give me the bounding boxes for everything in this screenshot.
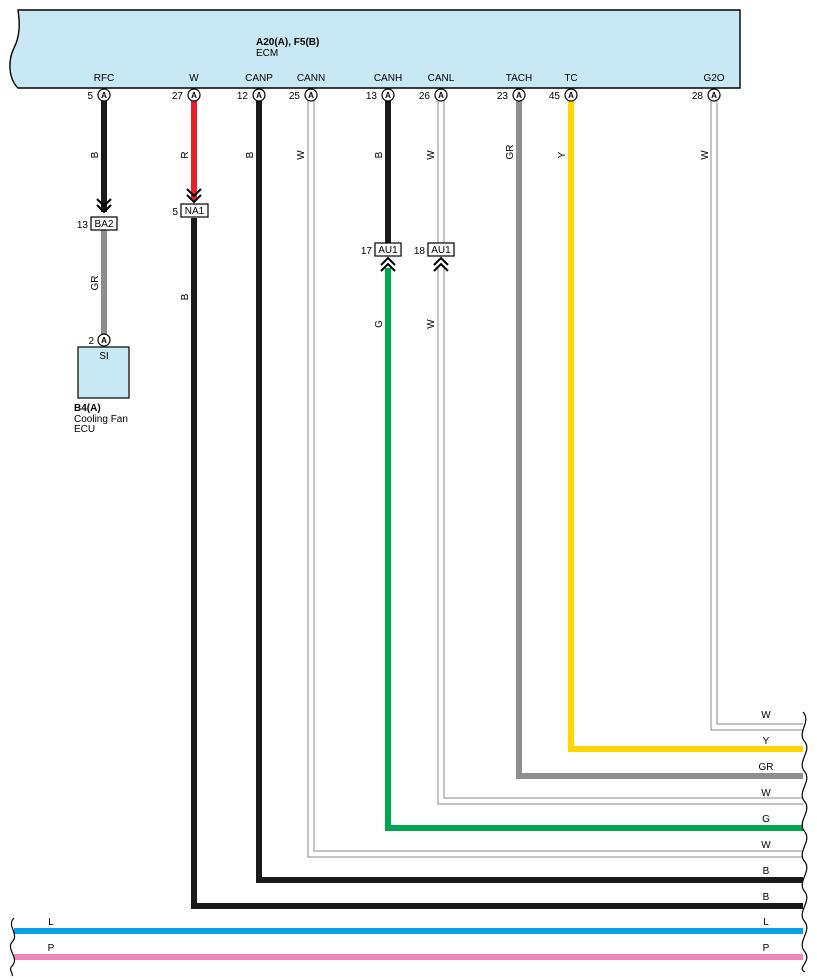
right-label-g: G	[762, 814, 770, 825]
pin-connector-tach: 23 A	[497, 88, 526, 102]
wire-tc	[568, 101, 803, 752]
wire-label-w-lower: B	[180, 293, 191, 300]
right-label-w-cann: W	[761, 840, 771, 851]
wire-label-rfc-lower: GR	[90, 276, 101, 291]
wire-w-lower	[191, 218, 803, 909]
pin-name-canh: CANH	[374, 73, 402, 84]
svg-text:18: 18	[414, 246, 426, 257]
svg-text:A: A	[191, 91, 197, 100]
pin-connector-tc: 45 A	[549, 88, 578, 102]
pin-connector-w: 27 A	[172, 88, 201, 102]
junction-au1-canl: 18 AU1	[414, 242, 455, 272]
wire-label-canl-lower: W	[426, 319, 437, 329]
right-label-y: Y	[763, 736, 770, 747]
svg-text:SI: SI	[99, 351, 108, 362]
svg-text:A: A	[711, 91, 717, 100]
svg-text:A: A	[438, 91, 444, 100]
wire-canh-lower	[385, 268, 803, 831]
svg-text:A: A	[568, 91, 574, 100]
svg-text:5: 5	[172, 207, 178, 218]
wire-label-canh: B	[374, 151, 385, 158]
svg-text:23: 23	[497, 91, 509, 102]
svg-text:27: 27	[172, 91, 184, 102]
right-label-w-canl: W	[761, 788, 771, 799]
junction-au1-canh: 17 AU1	[361, 242, 402, 272]
junction-ba2: 13 BA2	[77, 198, 118, 231]
left-label-l: L	[48, 917, 54, 928]
right-label-p: P	[763, 943, 770, 954]
wire-label-tach: GR	[505, 145, 516, 160]
right-label-w-g2o: W	[761, 710, 771, 721]
svg-text:AU1: AU1	[378, 245, 398, 256]
pin-connector-canl: 26 A	[419, 88, 448, 102]
pin-name-rfc: RFC	[94, 73, 115, 84]
right-label-l: L	[763, 917, 769, 928]
pin-connector-canh: 13 A	[366, 88, 395, 102]
right-break-line	[801, 711, 808, 973]
wire-label-w: R	[180, 151, 191, 158]
ecm-title: A20(A), F5(B)	[256, 37, 319, 48]
svg-text:13: 13	[77, 220, 89, 231]
wire-canp	[256, 101, 803, 883]
ecm-box	[9, 9, 741, 89]
wire-cann	[307, 101, 803, 858]
wire-label-g2o: W	[700, 150, 711, 160]
svg-text:13: 13	[366, 91, 378, 102]
wire-label-cann: W	[296, 150, 307, 160]
wire-tach	[516, 101, 803, 779]
wire-g2o	[710, 101, 803, 731]
cooling-fan-ecu-name-1: Cooling Fan	[74, 414, 128, 425]
pin-name-cann: CANN	[297, 73, 325, 84]
svg-text:45: 45	[549, 91, 561, 102]
pin-connector-rfc: 5 A	[87, 88, 111, 102]
pin-name-w: W	[189, 73, 199, 84]
wire-label-rfc: B	[90, 151, 101, 158]
pin-name-canl: CANL	[428, 73, 455, 84]
svg-text:28: 28	[692, 91, 704, 102]
cooling-fan-ecu-box	[77, 346, 130, 399]
cooling-fan-ecu: 2 A SI B4(A) Cooling Fan ECU	[74, 333, 130, 435]
wire-canl	[437, 101, 803, 805]
wire-label-canh-lower: G	[374, 320, 385, 328]
junction-na1: 5 NA1	[172, 188, 209, 218]
svg-text:12: 12	[237, 91, 249, 102]
svg-text:2: 2	[88, 336, 94, 347]
svg-text:A: A	[516, 91, 522, 100]
wire-label-canp: B	[245, 151, 256, 158]
cooling-fan-ecu-name-2: ECU	[74, 424, 95, 435]
pin-name-tach: TACH	[506, 73, 532, 84]
right-label-b-w: B	[763, 892, 770, 903]
left-break-line	[9, 917, 16, 977]
left-label-p: P	[48, 943, 55, 954]
svg-text:A: A	[385, 91, 391, 100]
svg-text:BA2: BA2	[95, 219, 114, 230]
svg-text:A: A	[308, 91, 314, 100]
pin-connector-canp: 12 A	[237, 88, 266, 102]
pin-name-tc: TC	[564, 73, 577, 84]
pin-connector-cann: 25 A	[289, 88, 318, 102]
svg-text:17: 17	[361, 246, 373, 257]
pin-name-canp: CANP	[245, 73, 273, 84]
svg-text:AU1: AU1	[431, 245, 451, 256]
svg-text:26: 26	[419, 91, 431, 102]
svg-text:A: A	[256, 91, 262, 100]
ecm-subtitle: ECM	[256, 48, 278, 59]
pin-name-g2o: G2O	[703, 73, 724, 84]
svg-text:25: 25	[289, 91, 301, 102]
right-label-b-canp: B	[763, 866, 770, 877]
right-label-gr: GR	[759, 762, 774, 773]
wire-label-canl: W	[426, 150, 437, 160]
svg-text:A: A	[101, 91, 107, 100]
svg-text:A: A	[101, 336, 107, 345]
svg-text:5: 5	[87, 91, 93, 102]
pin-connector-g2o: 28 A	[692, 88, 721, 102]
svg-text:NA1: NA1	[185, 206, 205, 217]
wire-label-tc: Y	[557, 151, 568, 158]
cooling-fan-ecu-code: B4(A)	[74, 403, 101, 414]
